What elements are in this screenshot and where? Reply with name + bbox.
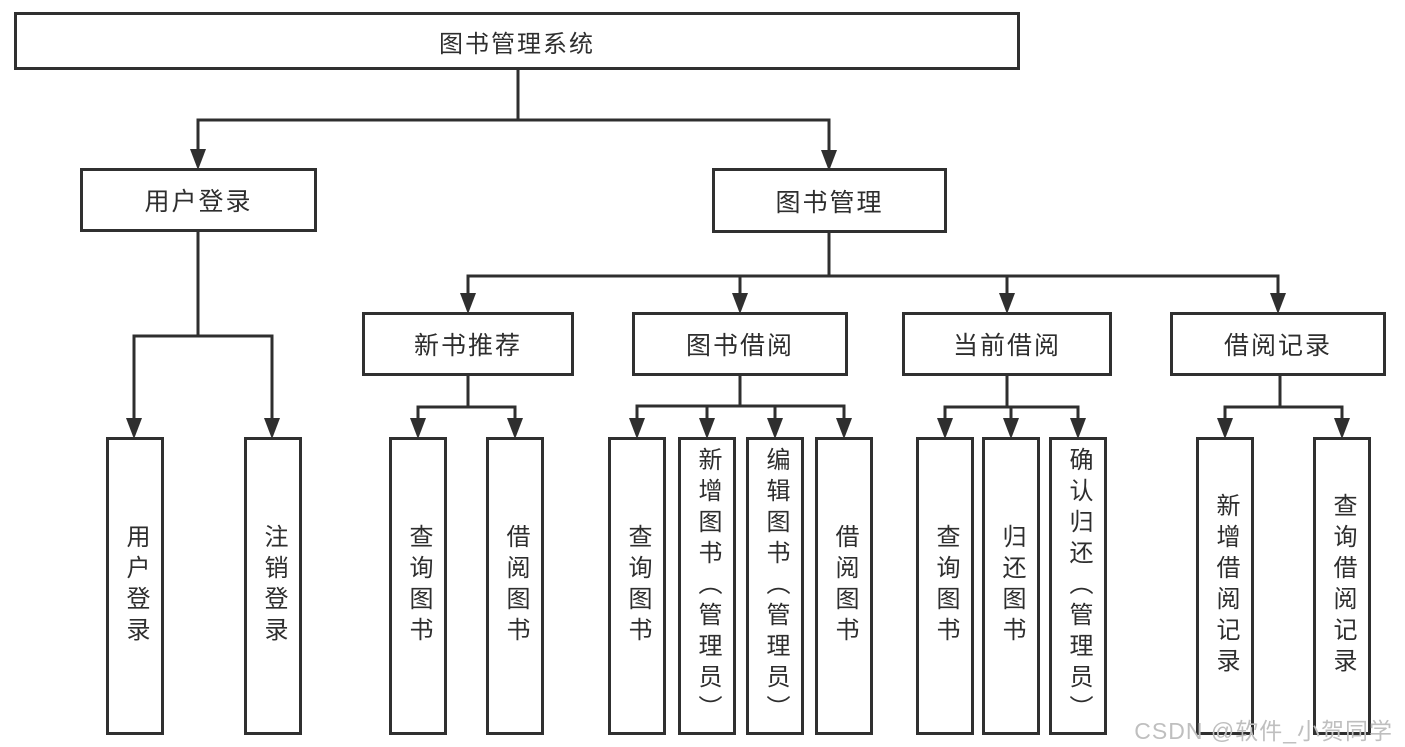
arrow-down-icon [460,293,476,314]
arrow-down-icon [767,418,783,439]
arrow-down-icon [937,418,953,439]
arrow-down-icon [999,293,1015,314]
arrow-down-icon [1270,293,1286,314]
arrow-down-icon [410,418,426,439]
leaf-edit-books-admin: 编辑图书（管理员） [746,437,804,735]
node-current-borrow: 当前借阅 [902,312,1112,376]
arrow-down-icon [264,418,280,439]
leaf-add-borrow-record: 新增借阅记录 [1196,437,1254,735]
arrow-down-icon [126,418,142,439]
leaf-add-books-admin: 新增图书（管理员） [678,437,736,735]
arrow-down-icon [821,150,837,171]
arrow-down-icon [699,418,715,439]
node-book-borrow: 图书借阅 [632,312,848,376]
leaf-query-books-current: 查询图书 [916,437,974,735]
csdn-watermark: CSDN @软件_小贺同学 [1134,718,1393,744]
leaf-query-books-recommend: 查询图书 [389,437,447,735]
connector-paths [132,70,1344,420]
leaf-query-books-borrow: 查询图书 [608,437,666,735]
arrow-down-icon [732,293,748,314]
arrow-down-icon [1334,418,1350,439]
node-new-book-recommend: 新书推荐 [362,312,574,376]
leaf-user-login: 用户登录 [106,437,164,735]
leaf-query-borrow-record: 查询借阅记录 [1313,437,1371,735]
leaf-borrow-books-recommend: 借阅图书 [486,437,544,735]
leaf-borrow-books: 借阅图书 [815,437,873,735]
leaf-return-books: 归还图书 [982,437,1040,735]
arrow-down-icon [629,418,645,439]
node-user-login: 用户登录 [80,168,317,232]
arrow-down-icon [190,149,206,170]
leaf-confirm-return-admin: 确认归还（管理员） [1049,437,1107,735]
node-borrow-records: 借阅记录 [1170,312,1386,376]
arrowheads [126,149,1350,439]
arrow-down-icon [1070,418,1086,439]
leaf-logout: 注销登录 [244,437,302,735]
arrow-down-icon [507,418,523,439]
arrow-down-icon [1003,418,1019,439]
arrow-down-icon [836,418,852,439]
arrow-down-icon [1217,418,1233,439]
node-book-management: 图书管理 [712,168,947,233]
node-root: 图书管理系统 [14,12,1020,70]
